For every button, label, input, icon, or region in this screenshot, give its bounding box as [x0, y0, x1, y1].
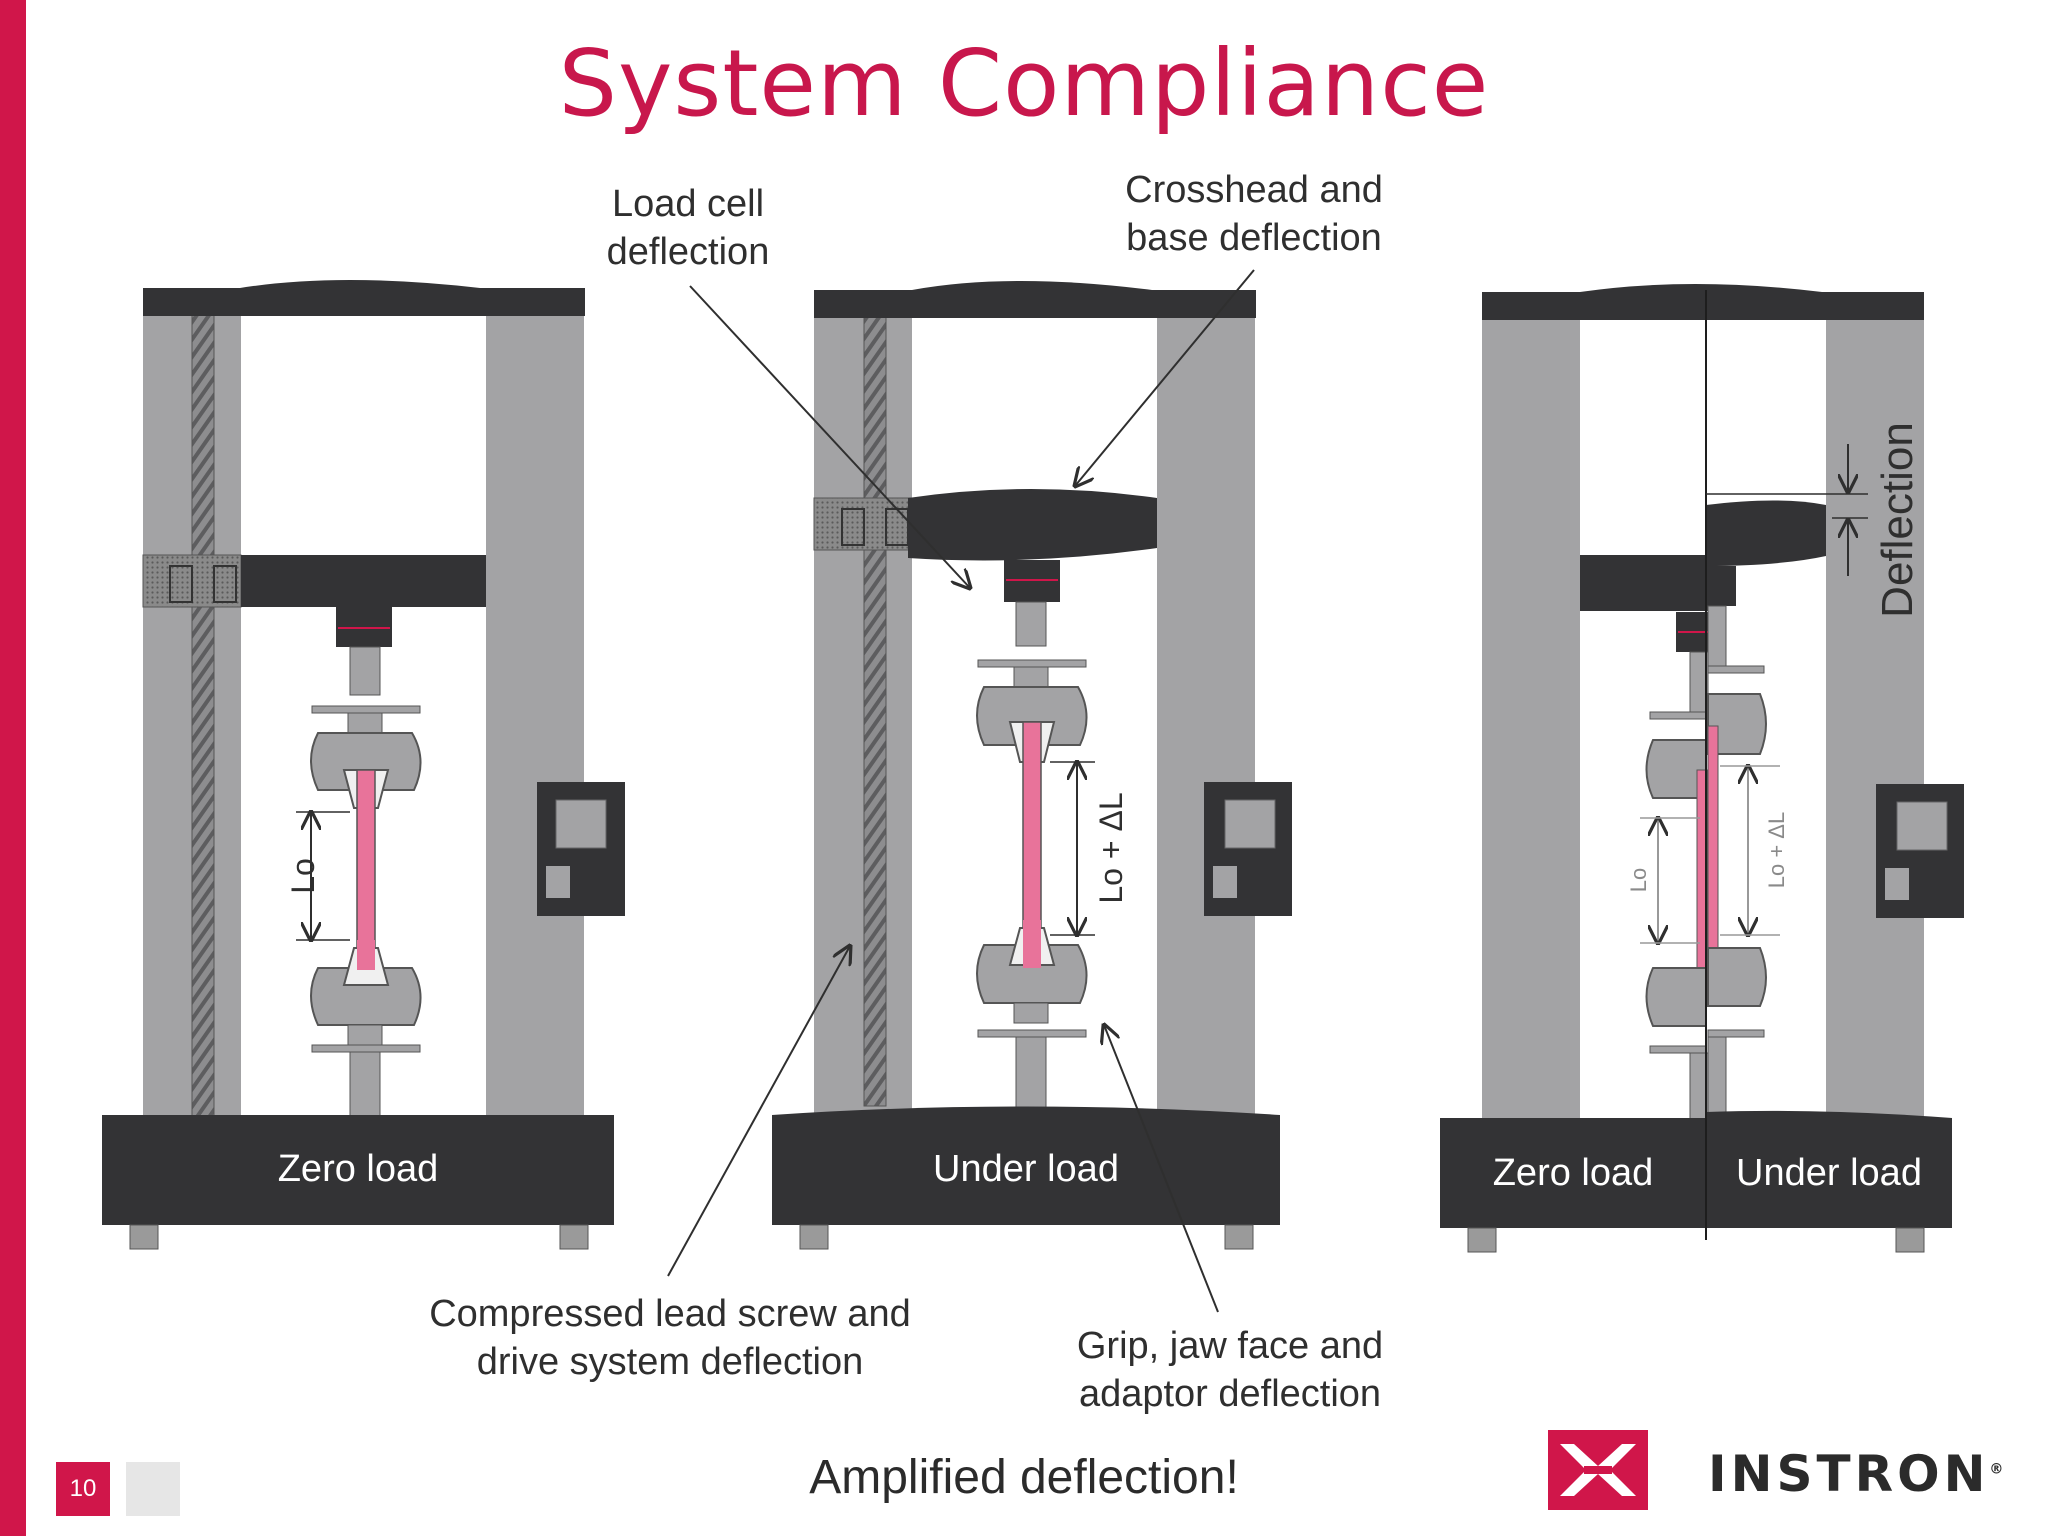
dim-label-lo-right: Lo [1626, 868, 1651, 892]
lower-grip [310, 967, 422, 1026]
dim-label-lo-dl-middle: Lo + ΔL [1093, 792, 1129, 903]
label-zero-load: Zero load [277, 1148, 439, 1190]
page-number: 10 [56, 1462, 110, 1516]
accent-side-bar [0, 0, 26, 1536]
instron-logo-text: INSTRON® [1708, 1445, 2004, 1503]
crosshead-loaded [1706, 500, 1826, 566]
crosshead-zero [1580, 555, 1708, 611]
base-deflected [772, 1106, 1280, 1225]
dim-label-lo-dl-right: Lo + ΔL [1764, 812, 1789, 888]
label-zero-load-compare: Zero load [1492, 1152, 1654, 1194]
label-under-load: Under load [933, 1148, 1119, 1190]
base [102, 1115, 614, 1225]
slide-title: System Compliance [558, 30, 1490, 137]
callout-leaders [667, 269, 1255, 1313]
frame-under-load [772, 281, 1292, 1250]
top-plate [143, 288, 585, 316]
lead-screw-compressed [863, 313, 887, 1107]
label-under-load-compare: Under load [1736, 1152, 1922, 1194]
callout-crosshead: Crosshead and base deflection [1125, 169, 1383, 259]
deflection-label: Deflection [1873, 422, 1922, 618]
crosshead-deflected [908, 489, 1157, 561]
callout-grip: Grip, jaw face and adaptor deflection [1076, 1325, 1384, 1415]
callout-lead-screw: Compressed lead screw and drive system d… [429, 1293, 911, 1383]
footer-caption: Amplified deflection! [809, 1451, 1239, 1504]
right-column [486, 310, 584, 1120]
instron-logo-icon [1548, 1430, 1648, 1510]
upper-grip [310, 732, 422, 791]
frame-zero-load [102, 280, 625, 1250]
page-box [126, 1462, 180, 1516]
lead-screw [191, 311, 215, 1121]
frame-comparison [1440, 284, 1964, 1253]
dim-label-lo-left: Lo [285, 858, 321, 894]
crosshead [241, 555, 486, 607]
callout-load-cell: Load cell deflection [606, 183, 770, 273]
